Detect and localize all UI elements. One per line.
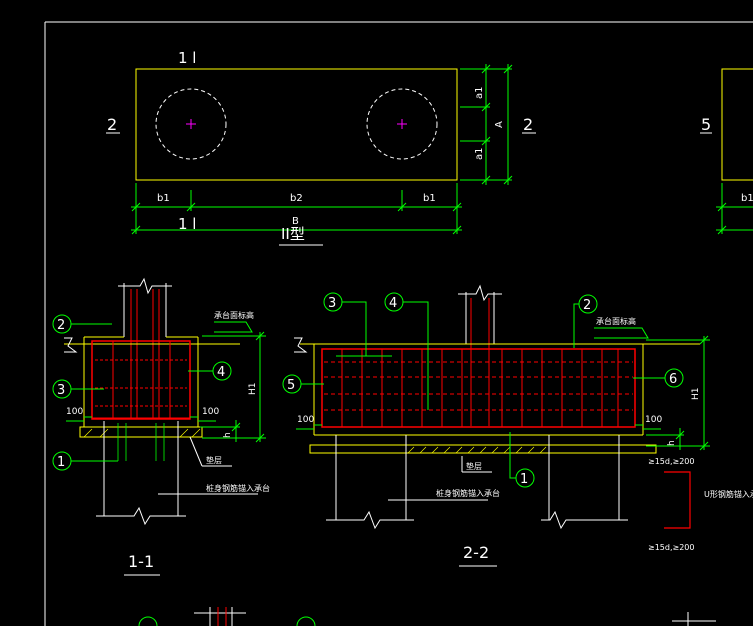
section-mark-bottom: 1 l — [178, 215, 196, 233]
dim-a1-top: a1 — [474, 87, 485, 100]
plan-vertical-dimensions — [460, 64, 513, 185]
dim-A: A — [494, 121, 505, 128]
sec1-dim-100-right: 100 — [202, 407, 219, 417]
pile-circle-left — [155, 88, 227, 160]
type-label: II型 — [281, 225, 305, 243]
sec1-note-pile: 桩身钢筋锚入承台 — [206, 483, 270, 493]
sec1-callout-1: 1 — [57, 455, 65, 470]
sec2-anchor-top: ≥15d,≥200 — [648, 457, 694, 466]
dim-b1-right: b1 — [423, 193, 436, 204]
sec2-callout-2: 2 — [583, 298, 591, 313]
sec2-callout-5: 5 — [287, 378, 295, 393]
sec2-callout-1: 1 — [520, 472, 528, 487]
sec2-dim-100-left: 100 — [297, 415, 314, 425]
sec2-top-note: 承台面标高 — [596, 316, 636, 326]
sec2-dim-100-right: 100 — [645, 415, 662, 425]
sec2-dim-H1: H1 — [691, 388, 701, 401]
partial-dim-b1: b1 — [741, 193, 753, 204]
dim-B: B — [292, 216, 299, 227]
pile-cap-outline — [135, 68, 458, 181]
sec2-callout-4: 4 — [389, 296, 397, 311]
section-2-2: 承台面标高 H1 h 100 100 ≥15d,≥200 ≥15d,≥200 U… — [282, 284, 753, 567]
sec2-callout-6: 6 — [669, 372, 677, 387]
sec1-callout-2: 2 — [57, 318, 65, 333]
sec2-note-cushion: 垫层 — [466, 461, 482, 471]
side-mark-left: 2 — [107, 115, 117, 134]
sec2-dim-h: h — [667, 440, 677, 446]
column-1-1 — [118, 277, 172, 337]
sec1-dim-100-left: 100 — [66, 407, 83, 417]
section-1-1-title: 1-1 — [128, 552, 154, 571]
sec1-note-cushion: 垫层 — [206, 455, 222, 465]
pile-center-marks — [186, 119, 407, 129]
bottom-partial-drawing — [138, 607, 716, 626]
side-mark-right: 2 — [523, 115, 533, 134]
dim-a1-bottom: a1 — [474, 148, 485, 161]
sec1-dim-H1: H1 — [248, 383, 258, 396]
sec1-callout-3: 3 — [57, 383, 65, 398]
sec2-callout-3: 3 — [328, 296, 336, 311]
pile-circle-right — [366, 88, 438, 160]
sec2-note-pile: 桩身钢筋锚入承台 — [436, 488, 500, 498]
section-1-1: 承台面标高 H1 h 100 100 垫层 桩身钢筋锚入承台 2 3 1 4 1… — [52, 277, 270, 576]
side-mark-partial: 5 — [701, 115, 711, 134]
partial-plan-right — [716, 68, 753, 235]
dim-b1-left: b1 — [157, 193, 170, 204]
sec1-dim-h: h — [223, 432, 233, 438]
dim-b2: b2 — [290, 193, 303, 204]
section-mark-top: 1 l — [178, 49, 196, 67]
plan-horizontal-dimensions — [131, 183, 462, 235]
drawing-frame — [44, 21, 753, 626]
sec1-callout-4: 4 — [217, 365, 225, 380]
section-2-2-title: 2-2 — [463, 543, 489, 562]
sec2-u-bar-note: U形钢筋锚入承台 — [704, 489, 753, 499]
plan-view: 1 l 1 l 2 2 5 a1 A a1 — [106, 49, 753, 235]
sec2-anchor-bottom: ≥15d,≥200 — [648, 543, 694, 552]
sec1-top-note: 承台面标高 — [214, 310, 254, 320]
